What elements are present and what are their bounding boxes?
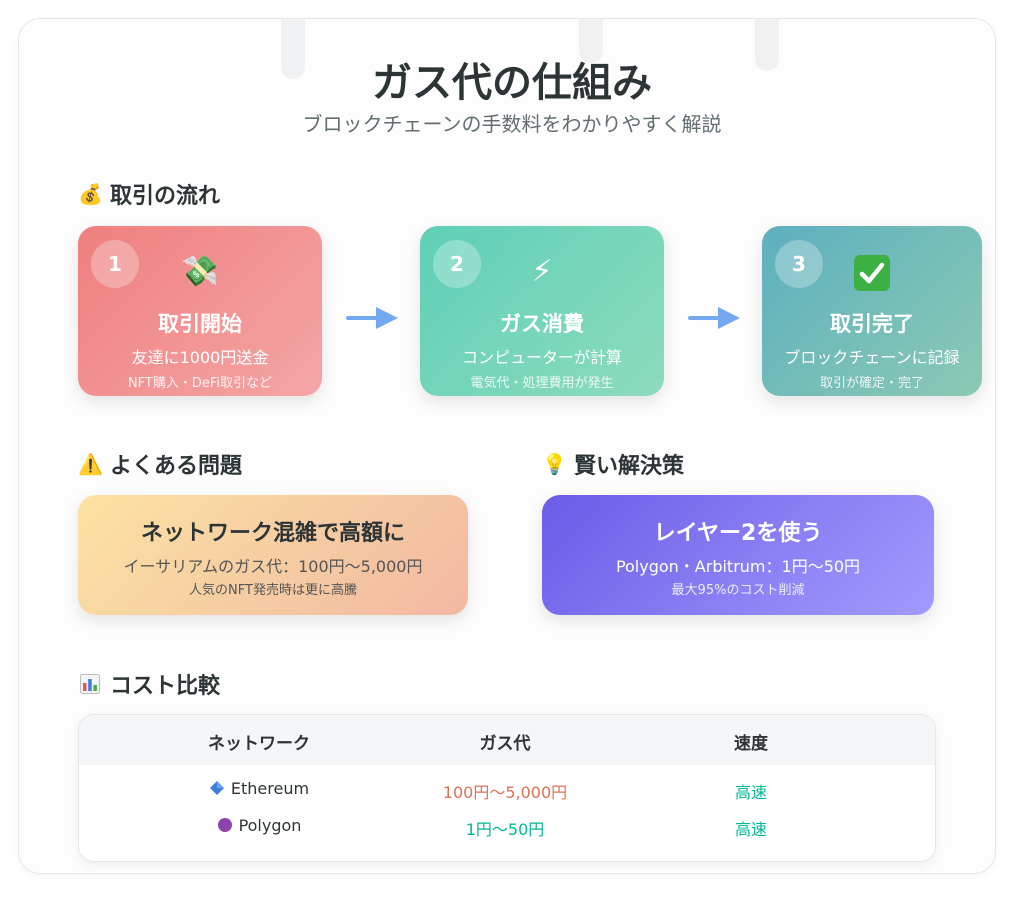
- step-name: 取引開始: [158, 312, 242, 336]
- step-note: 電気代・処理費用が発生: [470, 376, 614, 391]
- solution-note: 最大95%のコスト削減: [671, 583, 805, 598]
- table-row-network: Polygon: [139, 816, 379, 837]
- network-name: Ethereum: [230, 779, 310, 798]
- flow-step-1: 1 💸 取引開始 友達に1000円送金 NFT購入・DeFi取引など: [78, 226, 322, 396]
- section-title-problem: ⚠️ よくある問題: [78, 448, 242, 480]
- flow-step-2: 2 ⚡ ガス消費 コンピューターが計算 電気代・処理費用が発生: [420, 226, 664, 396]
- table-row-speed: 高速: [734, 820, 767, 839]
- flying-money-icon: 💸: [181, 254, 219, 289]
- step-number: 3: [775, 240, 823, 288]
- bar-chart-icon: [78, 672, 102, 696]
- section-title-solution: 💡 賢い解決策: [542, 448, 684, 480]
- step-note: 取引が確定・完了: [819, 376, 924, 391]
- step-number: 2: [433, 240, 481, 288]
- light-bulb-icon: 💡: [542, 452, 567, 476]
- check-mark-icon: [762, 252, 982, 292]
- section-title-comparison: コスト比較: [78, 668, 220, 700]
- step-note: NFT購入・DeFi取引など: [127, 376, 273, 391]
- decorative-drip: [579, 19, 603, 63]
- purple-circle-icon: [217, 817, 233, 837]
- network-name: Polygon: [238, 816, 302, 835]
- money-bag-icon: 💰: [78, 182, 103, 206]
- column-header-speed: 速度: [734, 734, 768, 754]
- arrow-right-icon: [688, 307, 740, 329]
- step-number: 1: [91, 240, 139, 288]
- step-description: ブロックチェーンに記録: [784, 348, 960, 367]
- problem-note: 人気のNFT発売時は更に高騰: [189, 583, 357, 598]
- step-name: ガス消費: [500, 312, 584, 336]
- column-header-network: ネットワーク: [208, 734, 310, 754]
- problem-card: ネットワーク混雑で高額に イーサリアムのガス代：100円〜5,000円 人気のN…: [78, 495, 468, 615]
- step-name: 取引完了: [830, 312, 914, 336]
- decorative-drip: [755, 19, 779, 71]
- table-row-speed: 高速: [734, 783, 767, 802]
- solution-detail: Polygon・Arbitrum：1円〜50円: [615, 557, 861, 576]
- section-label: 取引の流れ: [110, 184, 221, 209]
- table-row-gas: 100円〜5,000円: [442, 783, 568, 802]
- table-row-gas: 1円〜50円: [465, 820, 545, 839]
- page-subtitle: ブロックチェーンの手数料をわかりやすく解説: [302, 112, 722, 136]
- problem-heading: ネットワーク混雑で高額に: [140, 521, 405, 546]
- arrow-right-icon: [346, 307, 398, 329]
- solution-card: レイヤー2を使う Polygon・Arbitrum：1円〜50円 最大95%のコ…: [542, 495, 934, 615]
- step-description: 友達に1000円送金: [131, 348, 269, 367]
- table-header: [79, 715, 935, 765]
- step-description: コンピューターが計算: [461, 348, 622, 367]
- section-label: よくある問題: [110, 454, 243, 479]
- page-title: ガス代の仕組み: [372, 60, 652, 106]
- cost-comparison-table: ネットワーク ガス代 速度 Ethereum 100円〜5,000円 高速 Po…: [78, 714, 936, 862]
- table-row-network: Ethereum: [139, 779, 379, 800]
- column-header-gas: ガス代: [479, 734, 531, 754]
- lightning-icon: ⚡: [531, 254, 553, 289]
- decorative-drip: [281, 19, 305, 79]
- section-label: 賢い解決策: [574, 454, 685, 479]
- solution-heading: レイヤー2を使う: [653, 521, 823, 546]
- warning-icon: ⚠️: [78, 452, 103, 476]
- diamond-icon: [209, 780, 225, 800]
- section-label: コスト比較: [110, 674, 221, 699]
- flow-step-3: 3 取引完了 ブロックチェーンに記録 取引が確定・完了: [762, 226, 982, 396]
- problem-detail: イーサリアムのガス代：100円〜5,000円: [123, 557, 423, 576]
- section-title-flow: 💰 取引の流れ: [78, 178, 220, 210]
